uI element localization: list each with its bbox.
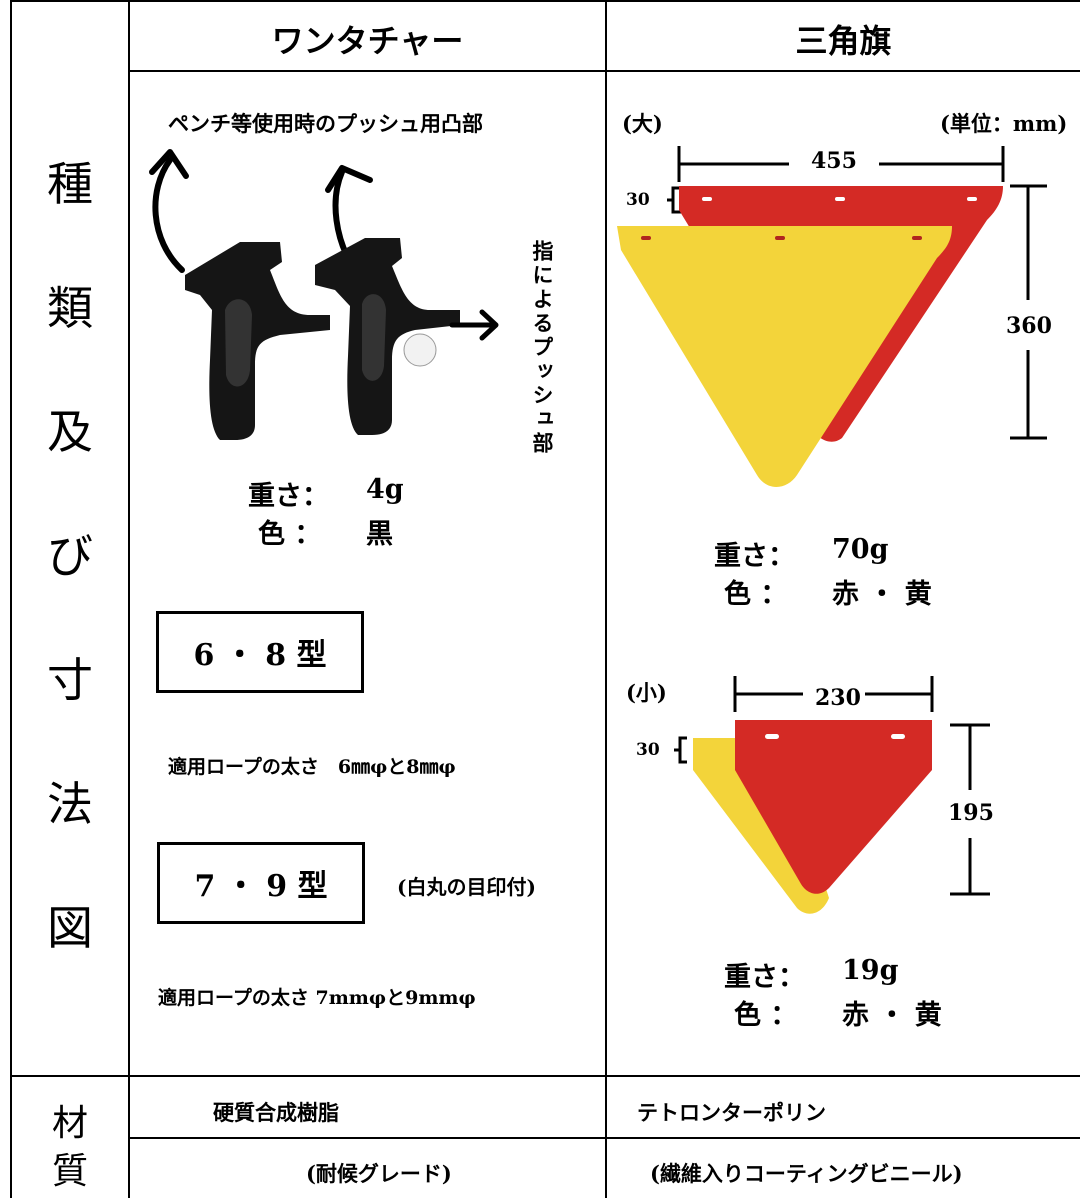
- large-width-dim: 455: [811, 148, 857, 174]
- white-dot-marker: [403, 333, 437, 367]
- row-label-char: 寸: [47, 653, 93, 707]
- large-size-label: (大): [622, 111, 663, 136]
- material-divider: [10, 1075, 1080, 1077]
- arrow-head-icon: [149, 149, 189, 179]
- model-7-9-note: (白丸の目印付): [397, 875, 536, 899]
- material-label-char: 質: [51, 1151, 88, 1192]
- small-height-dim: 195: [948, 800, 994, 826]
- arrow-head-icon: [479, 309, 499, 341]
- yellow-flag-large: [617, 226, 952, 488]
- unit-label: (単位：mm): [940, 111, 1068, 136]
- row-label-char: 図: [47, 901, 93, 955]
- clip-material-note: (耐候グレード): [306, 1161, 452, 1186]
- arrow-head-icon: [325, 165, 373, 193]
- large-color-value: 赤 ・ 黄: [832, 579, 932, 610]
- model-6-8-rope: 適用ロープの太さ 6㎜φと8㎜φ: [168, 756, 456, 778]
- curved-arrow-icon: [152, 157, 185, 273]
- model-7-9-rope: 適用ロープの太さ 7mmφと9mmφ: [158, 987, 476, 1009]
- small-weight-label: 重さ：: [724, 962, 805, 993]
- row-label-char: 類: [47, 281, 93, 335]
- red-flag-small: [735, 720, 932, 894]
- column-divider-label: [128, 0, 130, 1198]
- small-size-label: (小): [626, 680, 667, 705]
- small-weight-value: 19g: [842, 955, 899, 986]
- clip-7-9: [315, 238, 460, 435]
- row-label-char: 及: [47, 405, 93, 459]
- clip-color-label: 色 ：: [258, 519, 322, 550]
- small-hem-dim: 30: [636, 740, 660, 760]
- material-subdivider: [128, 1137, 1080, 1139]
- header-clip: ワンタチャー: [271, 22, 464, 60]
- clip-color-value: 黒: [366, 519, 393, 550]
- row-label-char: 法: [47, 777, 93, 831]
- clip-6-8: [185, 242, 330, 440]
- small-color-value: 赤 ・ 黄: [842, 1000, 942, 1031]
- large-height-dim: 360: [1006, 313, 1052, 339]
- clip-illustration: [149, 149, 499, 440]
- large-hem-dim: 30: [626, 190, 650, 210]
- large-color-label: 色 ：: [724, 579, 788, 610]
- small-width-dim: 230: [815, 685, 861, 711]
- flag-material: テトロンターポリン: [637, 1100, 826, 1125]
- push-protrusion-label: ペンチ等使用時のプッシュ用凸部: [168, 111, 483, 136]
- column-divider-main: [605, 0, 607, 1198]
- large-weight-value: 70g: [832, 534, 889, 565]
- table-border-top: [10, 0, 1080, 2]
- header-divider: [128, 70, 1080, 72]
- small-color-label: 色 ：: [734, 1000, 798, 1031]
- small-flag-illustration: [674, 676, 990, 914]
- row-label-char: び: [47, 529, 93, 583]
- material-label-char: 材: [51, 1103, 88, 1144]
- large-flag-illustration: [617, 146, 1047, 488]
- large-weight-label: 重さ：: [714, 541, 795, 572]
- header-flag: 三角旗: [795, 22, 892, 60]
- table-border-left: [10, 0, 12, 1198]
- model-6-8-box: 6 ・ 8 型: [156, 611, 364, 693]
- finger-push-label: 指によるプッシュ部: [530, 240, 555, 456]
- row-label-char: 種: [47, 157, 93, 211]
- flag-material-note: (繊維入りコーティングビニール): [650, 1161, 963, 1186]
- clip-weight-value: 4g: [366, 474, 404, 505]
- clip-material: 硬質合成樹脂: [213, 1100, 339, 1125]
- model-7-9-box: 7 ・ 9 型: [157, 842, 365, 924]
- clip-weight-label: 重さ：: [248, 481, 329, 512]
